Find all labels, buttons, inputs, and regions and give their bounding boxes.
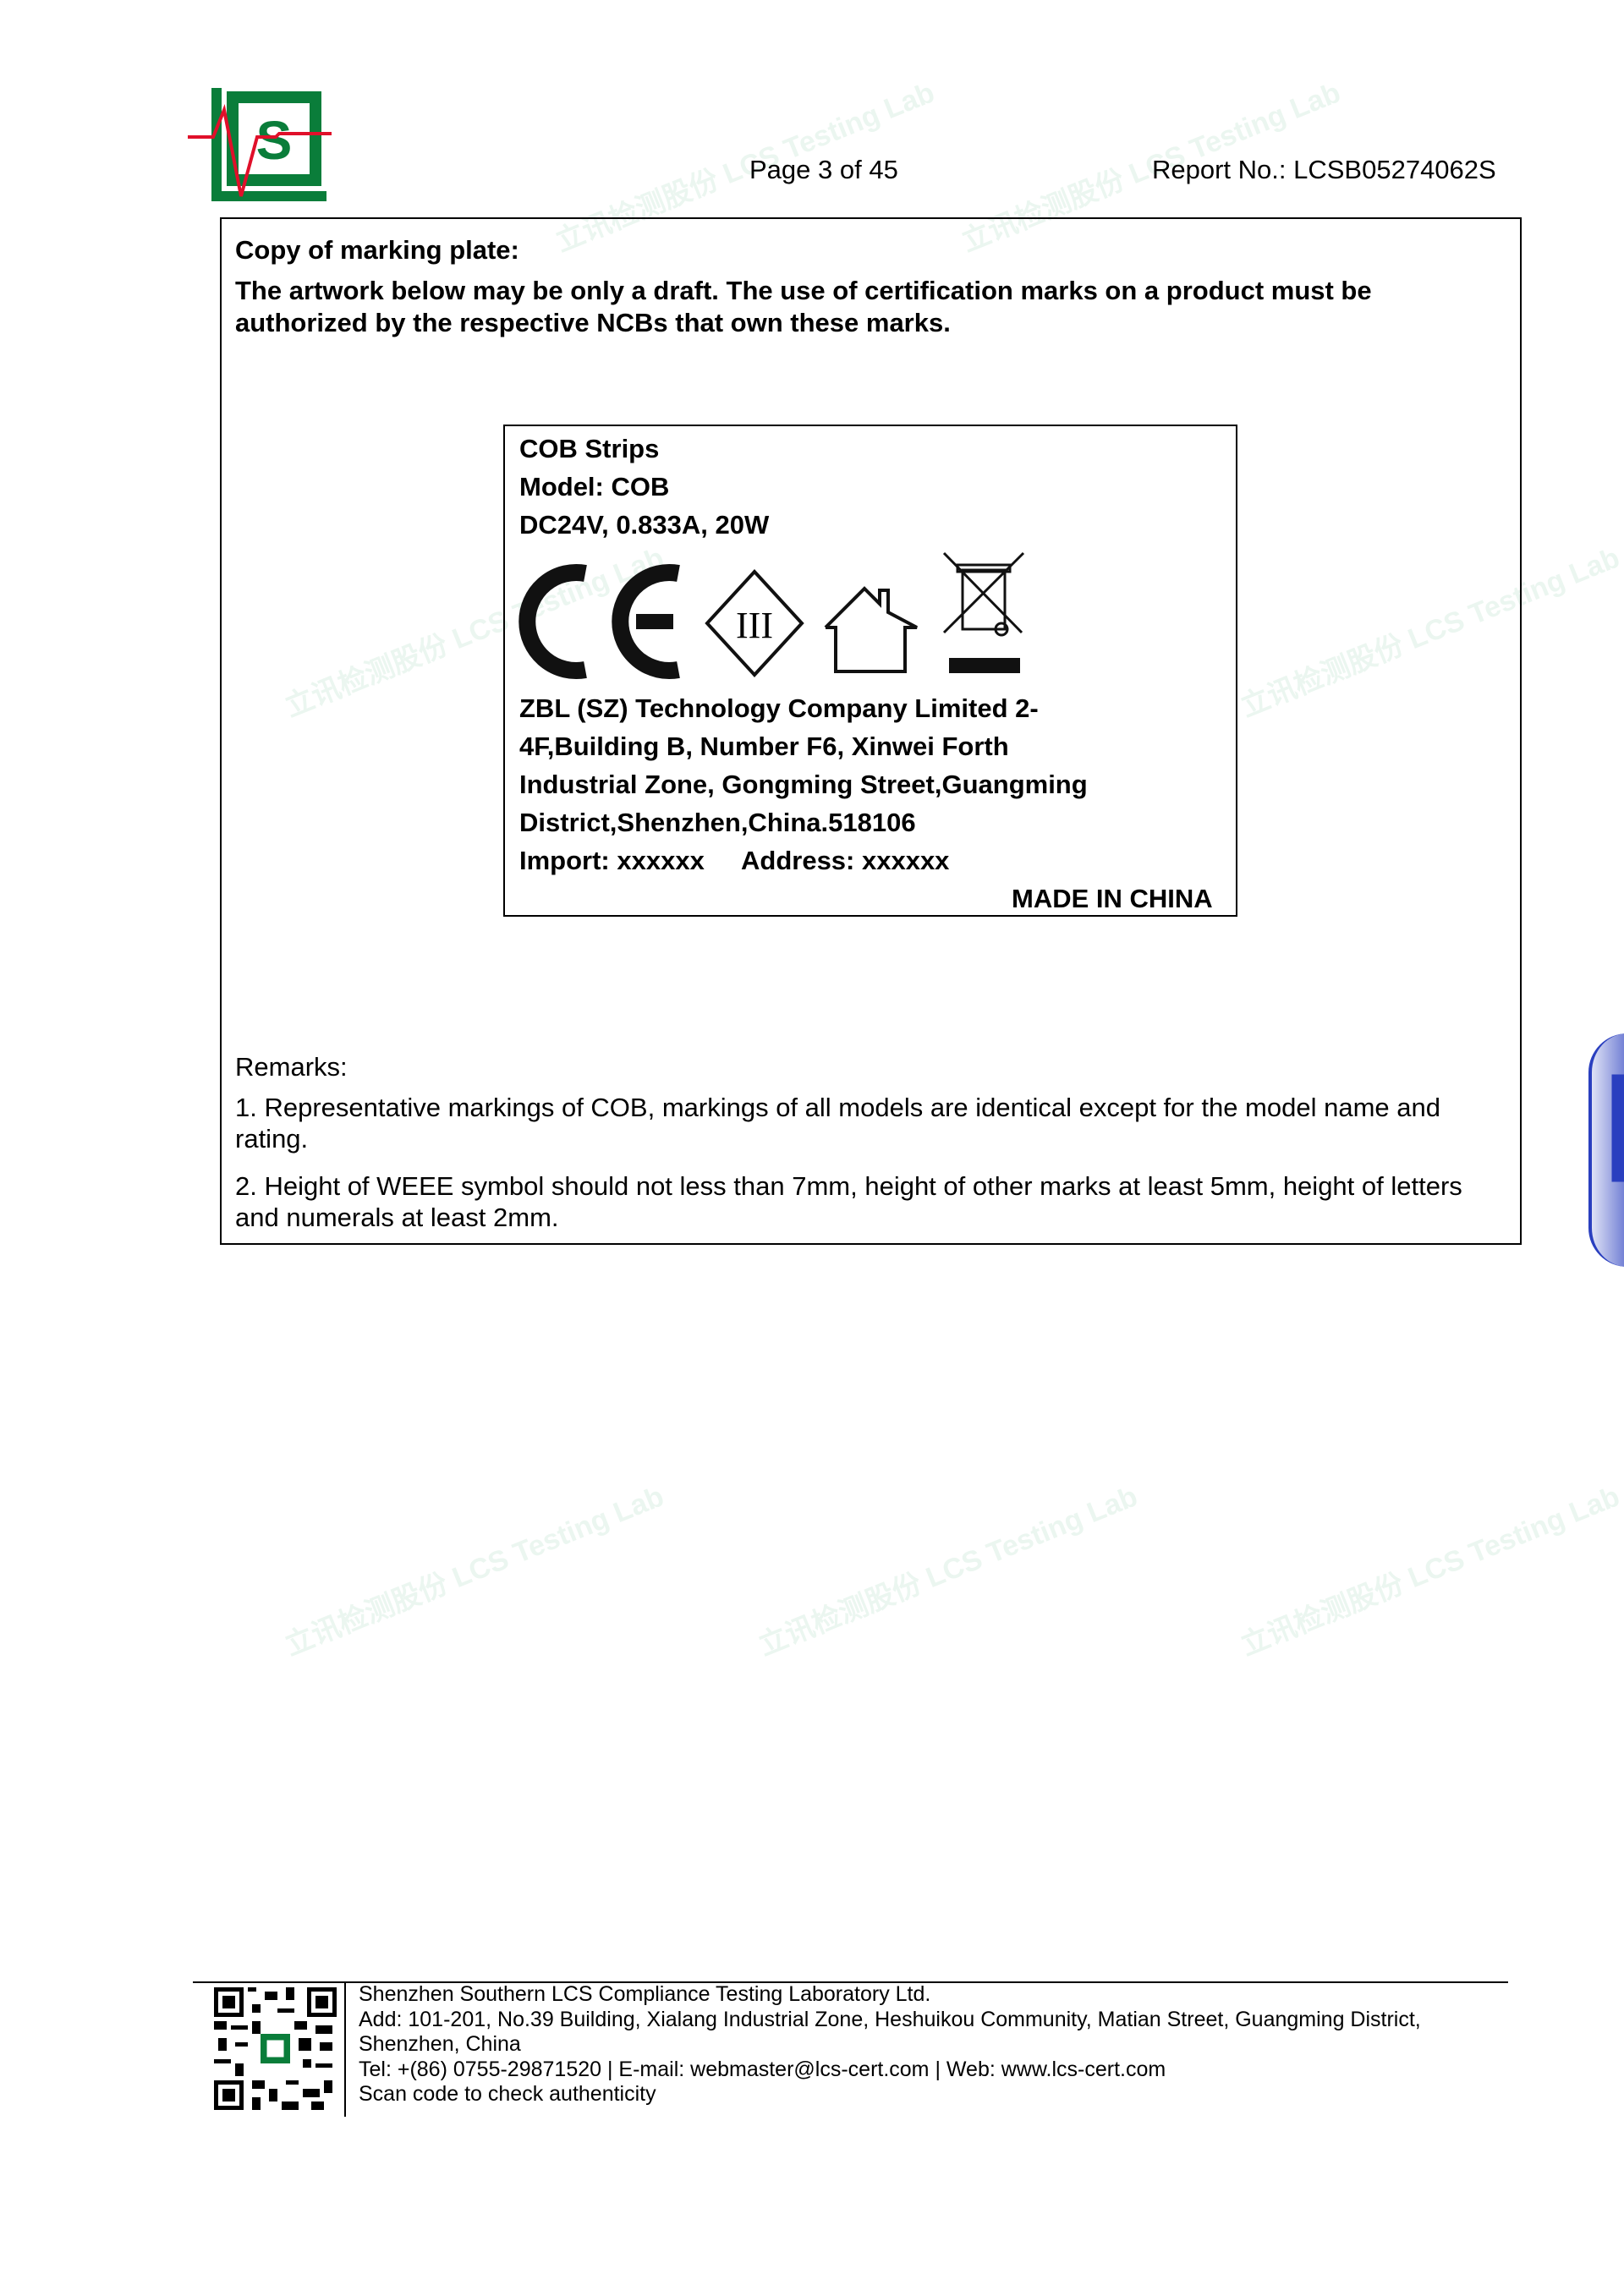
qr-code[interactable] [214,1987,337,2110]
page-number: Page 3 of 45 [749,155,898,184]
label-import: Import: xxxxxx [519,846,705,875]
remarks-title: Remarks: [235,1052,348,1082]
label-address: Address: xxxxxx [741,846,950,875]
label-model: Model: COB [519,472,670,501]
label-rating: DC24V, 0.833A, 20W [519,510,770,540]
label-product: COB Strips [519,434,660,463]
marking-label [503,425,1237,917]
label-origin: MADE IN CHINA [1012,884,1213,913]
watermark: 立讯检测股份 LCS Testing Lab [1236,1480,1624,1663]
label-manufacturer-1: ZBL (SZ) Technology Company Limited 2- [519,693,1039,723]
watermark: 立讯检测股份 LCS Testing Lab [754,1480,1143,1663]
weee-icon [941,550,1029,681]
indoor-use-icon [820,584,922,681]
footer-divider [193,1981,1508,1983]
remark-item: 2. Height of WEEE symbol should not less… [235,1171,1462,1232]
section-title: Copy of marking plate: [235,235,519,265]
label-manufacturer-4: District,Shenzhen,China.518106 [519,808,916,837]
footer-vertical-divider [344,1983,346,2117]
svg-text:S: S [256,110,293,171]
ce-mark-icon [518,558,687,689]
lcs-logo: S [188,85,332,205]
remark-item: 1. Representative markings of COB, marki… [235,1093,1440,1153]
label-manufacturer-3: Industrial Zone, Gongming Street,Guangmi… [519,770,1088,799]
watermark: 立讯检测股份 LCS Testing Lab [280,1480,669,1663]
official-stamp [1588,1033,1624,1267]
footer-address: Add: 101-201, No.39 Building, Xialang In… [359,2008,1421,2031]
footer-contact: Tel: +(86) 0755-29871520 | E-mail: webma… [359,2058,1166,2081]
marking-plate-section [220,217,1522,1245]
class-iii-icon: III [704,568,805,678]
footer-scan-note: Scan code to check authenticity [359,2082,656,2106]
footer-company: Shenzhen Southern LCS Compliance Testing… [359,1982,931,2006]
report-number: Report No.: LCSB05274062S [1152,155,1496,184]
section-note: The artwork below may be only a draft. T… [235,276,1372,337]
footer-address-cont: Shenzhen, China [359,2032,521,2056]
label-manufacturer-2: 4F,Building B, Number F6, Xinwei Forth [519,732,1009,761]
